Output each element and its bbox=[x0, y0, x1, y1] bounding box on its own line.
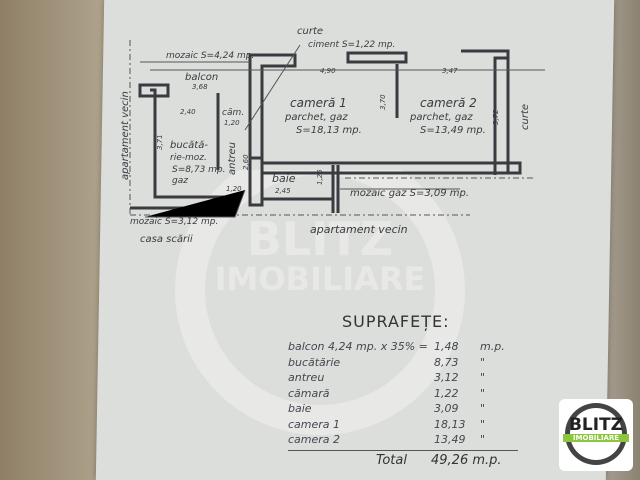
label-bucatarie-area: S=8,73 mp. bbox=[172, 165, 226, 175]
dim-126: 1,26 bbox=[316, 169, 324, 185]
dim-371: 3,71 bbox=[156, 134, 164, 150]
dim-347: 3,47 bbox=[442, 67, 458, 75]
total-label: Total bbox=[376, 453, 407, 468]
dim-490: 4,90 bbox=[320, 67, 336, 75]
label-casa-scarii: casa scării bbox=[140, 234, 193, 245]
label-bucatarie-1: bucătă- bbox=[170, 140, 208, 151]
watermark-text-blitz: BLITZ bbox=[247, 212, 393, 266]
total-row: Total 49,26 m.p. bbox=[288, 450, 518, 468]
watermark: BLITZ IMOBILIARE bbox=[175, 170, 465, 435]
label-bucatarie-2: rie-moz. bbox=[170, 153, 207, 163]
label-camera-2-area: S=13,49 mp. bbox=[420, 125, 486, 136]
dim-370: 3,70 bbox=[379, 94, 387, 110]
label-baie: baie bbox=[272, 172, 296, 185]
wall-top-middle bbox=[346, 51, 408, 64]
watermark-ring bbox=[175, 170, 465, 435]
label-antreu: antreu bbox=[227, 142, 238, 175]
wall-right bbox=[506, 51, 520, 175]
wall-bath bbox=[331, 165, 340, 213]
dim-372: 3,72 bbox=[492, 109, 500, 125]
label-camera-1: cameră 1 bbox=[290, 96, 347, 110]
label-curte-right: curte bbox=[520, 104, 531, 130]
areas-title: SUPRAFEȚE: bbox=[342, 312, 450, 331]
wall-middle bbox=[250, 156, 522, 175]
label-camera-1-area: S=18,13 mp. bbox=[296, 125, 362, 136]
dim-260: 2,60 bbox=[242, 154, 250, 170]
dim-120b: 1,20 bbox=[226, 185, 242, 193]
leader-ciment bbox=[244, 44, 301, 131]
label-mozaic-antreu: mozaic S=3,12 mp. bbox=[130, 217, 218, 227]
watermark-text-imobiliare: IMOBILIARE bbox=[215, 260, 426, 298]
label-curte-top: curte bbox=[297, 26, 323, 37]
label-apartament-left: apartament vecin bbox=[120, 91, 131, 180]
label-ciment: ciment S=1,22 mp. bbox=[308, 40, 395, 50]
label-bucatarie-gaz: gaz bbox=[172, 176, 188, 186]
label-mozaic-balcon: mozaic S=4,24 mp. bbox=[166, 51, 254, 61]
leader-mozaic-antreu bbox=[145, 189, 246, 218]
label-apartament-bottom: apartament vecin bbox=[310, 223, 408, 236]
dim-240: 2,40 bbox=[180, 108, 196, 116]
label-camara: căm. bbox=[222, 108, 244, 118]
blitz-logo: BLITZ IMOBILIARE bbox=[559, 399, 633, 471]
wall-left-block bbox=[248, 53, 297, 207]
label-balcon: balcon bbox=[185, 72, 218, 83]
label-mozaic-gaz: mozaic gaz S=3,09 mp. bbox=[350, 188, 469, 199]
wall-balcon bbox=[138, 83, 170, 98]
label-camera-1-floor: parchet, gaz bbox=[284, 112, 348, 123]
label-camera-2-floor: parchet, gaz bbox=[409, 112, 473, 123]
logo-text-imobiliare: IMOBILIARE bbox=[563, 434, 629, 442]
total-value: 49,26 m.p. bbox=[431, 453, 502, 468]
dim-245: 2,45 bbox=[275, 187, 291, 195]
dim-368: 3,68 bbox=[192, 83, 208, 91]
label-camera-2: cameră 2 bbox=[420, 96, 477, 110]
desk-background-left bbox=[0, 0, 110, 480]
dim-120a: 1,20 bbox=[224, 119, 240, 127]
logo-text-blitz: BLITZ bbox=[568, 415, 624, 435]
